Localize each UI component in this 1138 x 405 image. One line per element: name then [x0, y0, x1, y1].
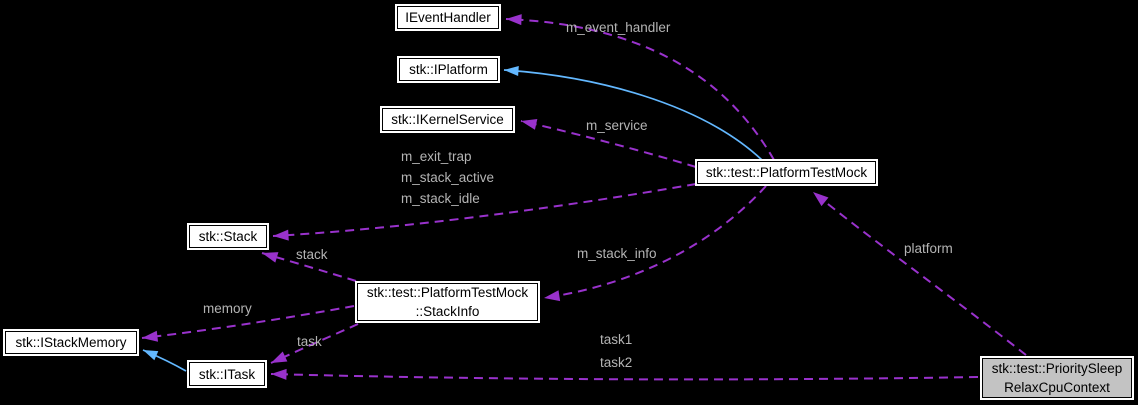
node-ikernelservice[interactable]: stk::IKernelService [380, 106, 515, 133]
edge-label-memory: memory [203, 301, 252, 316]
edge-m-stack-info [543, 185, 767, 302]
node-ieventhandler[interactable]: IEventHandler [395, 4, 501, 31]
node-label: RelaxCpuContext [1004, 380, 1110, 395]
node-label: stk::IPlatform [409, 62, 488, 77]
node-label: stk::test::PlatformTestMock [366, 285, 529, 300]
node-label: stk::test::PrioritySleep [991, 361, 1123, 376]
node-platformtestmock[interactable]: stk::test::PlatformTestMock [695, 159, 878, 186]
edge-inheritance-istackmemory [142, 349, 187, 372]
node-istackmemory[interactable]: stk::IStackMemory [3, 329, 139, 356]
edge-label-task1: task1 [600, 332, 633, 347]
node-label: IEventHandler [405, 10, 491, 25]
node-stackinfo[interactable]: stk::test::PlatformTestMock ::StackInfo [355, 281, 540, 323]
edge-platform [812, 191, 1027, 356]
node-label: stk::ITask [198, 366, 256, 382]
edge-m-event-handler [505, 14, 775, 161]
node-stack[interactable]: stk::Stack [187, 223, 269, 250]
edge-label-m-stack-active: m_stack_active [401, 170, 495, 185]
edge-inheritance-iplatform [503, 66, 763, 161]
node-label: ::StackInfo [415, 304, 480, 319]
edge-label-task: task [297, 334, 322, 349]
node-label: stk::IStackMemory [15, 335, 127, 350]
edge-label-platform: platform [904, 241, 953, 256]
edge-label-m-stack-idle: m_stack_idle [401, 191, 480, 206]
node-label: stk::IKernelService [391, 112, 504, 127]
node-iplatform[interactable]: stk::IPlatform [397, 56, 500, 83]
edge-task [270, 323, 359, 364]
edge-stack [261, 252, 357, 282]
edge-label-m-stack-info: m_stack_info [577, 246, 657, 261]
edge-label-stack: stack [296, 247, 328, 262]
edge-label-m-exit-trap: m_exit_trap [401, 149, 472, 164]
edge-m-stack-members [272, 183, 697, 241]
edge-label-m-service: m_service [586, 118, 648, 133]
node-itask[interactable]: stk::ITask [187, 360, 267, 388]
edge-memory [141, 305, 355, 342]
edge-label-m-event-handler: m_event_handler [566, 20, 671, 35]
node-prioritysleeprelaxcpucontext[interactable]: stk::test::PrioritySleep RelaxCpuContext [980, 356, 1134, 400]
edge-m-service [520, 119, 697, 168]
node-label: stk::test::PlatformTestMock [705, 165, 868, 180]
edge-task1-task2 [270, 368, 979, 381]
edge-label-task2: task2 [600, 355, 633, 370]
node-label: stk::Stack [198, 229, 258, 244]
